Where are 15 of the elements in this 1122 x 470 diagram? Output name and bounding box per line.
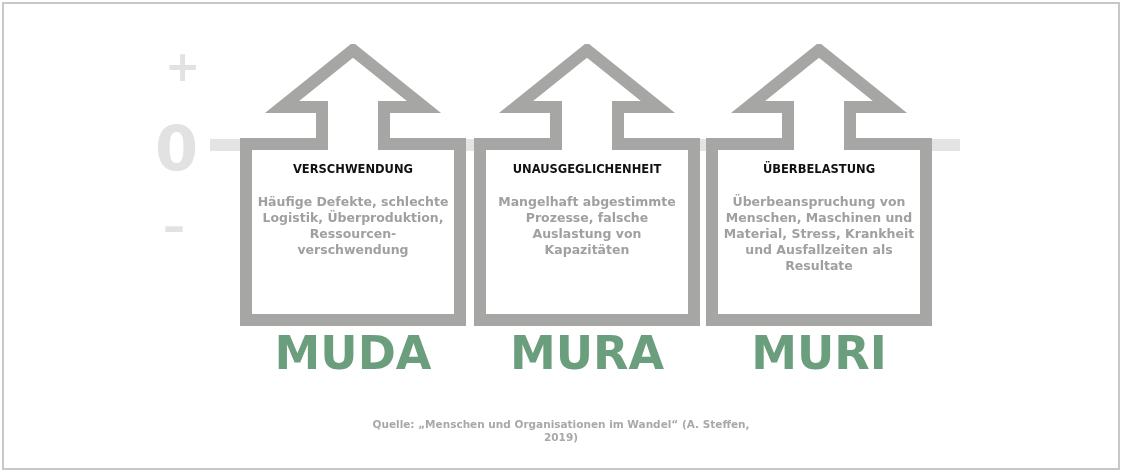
minus-sign: – bbox=[163, 200, 185, 251]
box-heading: VERSCHWENDUNG bbox=[291, 162, 415, 176]
source-caption: Quelle: „Menschen und Organisationen im Wandel“ (A. Steffen, 2019) bbox=[371, 418, 751, 444]
up-arrow-box bbox=[474, 44, 700, 326]
box-heading: ÜBERBELASTUNG bbox=[761, 162, 877, 176]
up-arrow-box bbox=[706, 44, 932, 326]
box-description: Mangelhaft abgestimmte Prozesse, falsche Auslastung von Kapazitäten bbox=[497, 194, 677, 258]
box-description: Überbeanspruchung von Menschen, Maschinen und Material, Stress, Krankheit und Ausfallzeiten als Resultate bbox=[722, 194, 916, 274]
up-arrow-box bbox=[240, 44, 466, 326]
term-label: MURI bbox=[750, 326, 888, 380]
plus-sign: + bbox=[165, 42, 201, 91]
term-label: MURA bbox=[508, 326, 666, 380]
box-heading: UNAUSGEGLICHENHEIT bbox=[511, 162, 663, 176]
box-description: Häufige Defekte, schlechte Logistik, Überproduktion, Ressourcen- verschwendung bbox=[256, 194, 450, 258]
term-label: MUDA bbox=[273, 326, 433, 380]
